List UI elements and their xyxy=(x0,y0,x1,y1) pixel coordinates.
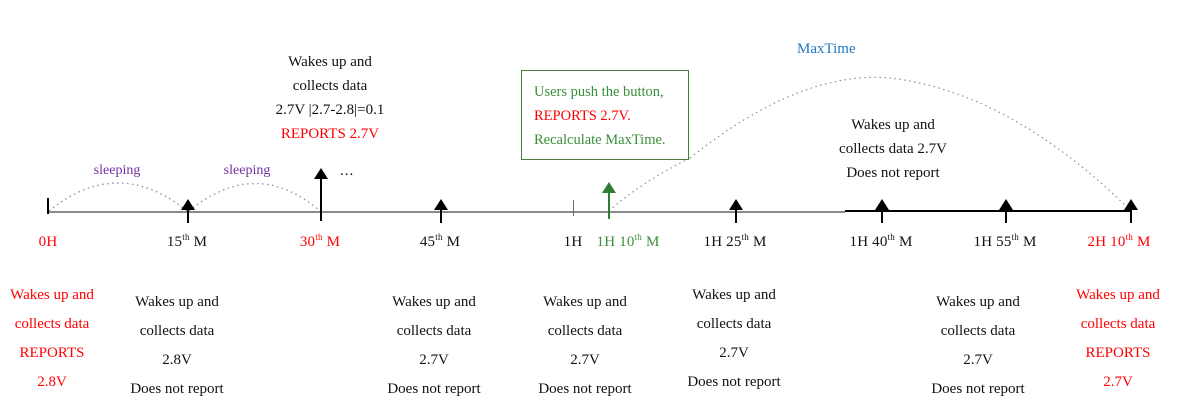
axis-label-1h-10th-m: 1H 10th M xyxy=(596,232,660,251)
event-column-0h: Wakes up and collects data REPORTS 2.8V xyxy=(10,281,94,397)
event-1h10-line-2: collects data xyxy=(547,323,623,339)
axis-label-1h: 1H xyxy=(563,234,583,250)
event-column-1h-10th-m: Wakes up and collects data 2.7V Does not… xyxy=(538,288,631,402)
axis-label-45th-m: 45th M xyxy=(419,232,461,251)
axis-label-0h: 0H xyxy=(38,234,58,250)
sleeping-label-2: sleeping xyxy=(223,163,271,178)
axis-tick-1h xyxy=(573,200,574,216)
event-1h55-line-1: Wakes up and xyxy=(936,294,1020,310)
note-30th-line-3: 2.7V |2.7-2.8|=0.1 xyxy=(275,102,385,118)
event-2h10-line-4: 2.7V xyxy=(1103,374,1133,390)
note-maxtime-window: Wakes up and collects data 2.7V Does not… xyxy=(839,113,947,185)
axis-label-1h-25th-m: 1H 25th M xyxy=(703,232,767,251)
axis-label-30th-m: 30th M xyxy=(299,232,341,251)
event-0h-line-3: REPORTS xyxy=(19,345,85,361)
event-column-2h-10th-m: Wakes up and collects data REPORTS 2.7V xyxy=(1076,281,1160,397)
event-1h10-line-3: 2.7V xyxy=(570,352,600,368)
event-1h55-line-4: Does not report xyxy=(931,381,1025,397)
note-30th-line-4: REPORTS 2.7V xyxy=(280,126,380,142)
ellipsis-marker: ... xyxy=(340,163,355,179)
event-0h-line-2: collects data xyxy=(14,316,90,332)
note-30th-line-1: Wakes up and xyxy=(288,54,372,70)
event-2h10-line-3: REPORTS xyxy=(1085,345,1151,361)
event-column-15th-m: Wakes up and collects data 2.8V Does not… xyxy=(130,288,223,402)
user-button-callout-box[interactable]: Users push the button, REPORTS 2.7V. Rec… xyxy=(521,70,689,160)
event-1h55-line-2: collects data xyxy=(940,323,1016,339)
event-45th-line-4: Does not report xyxy=(387,381,481,397)
sleeping-arc-2 xyxy=(188,182,321,212)
note-maxtime-line-2: collects data 2.7V xyxy=(839,141,947,157)
event-column-1h-25th-m: Wakes up and collects data 2.7V Does not… xyxy=(687,281,780,397)
event-1h25-line-1: Wakes up and xyxy=(692,287,776,303)
axis-label-15th-m: 15th M xyxy=(166,232,208,251)
note-30th-minute: Wakes up and collects data 2.7V |2.7-2.8… xyxy=(276,50,385,146)
axis-origin-tick xyxy=(47,198,49,214)
event-2h10-line-1: Wakes up and xyxy=(1076,287,1160,303)
note-maxtime-line-1: Wakes up and xyxy=(851,117,935,133)
callout-line-2: REPORTS 2.7V. xyxy=(534,108,631,124)
event-45th-line-2: collects data xyxy=(396,323,472,339)
event-column-1h-55th-m: Wakes up and collects data 2.7V Does not… xyxy=(931,288,1024,402)
event-1h55-line-3: 2.7V xyxy=(963,352,993,368)
maxtime-label: MaxTime xyxy=(797,41,856,57)
sleeping-label-1: sleeping xyxy=(93,163,141,178)
event-1h25-line-4: Does not report xyxy=(687,374,781,390)
event-15th-line-1: Wakes up and xyxy=(135,294,219,310)
axis-label-1h-40th-m: 1H 40th M xyxy=(849,232,913,251)
event-0h-line-4: 2.8V xyxy=(37,374,67,390)
note-30th-line-2: collects data xyxy=(292,78,368,94)
event-45th-line-3: 2.7V xyxy=(419,352,449,368)
event-15th-line-4: Does not report xyxy=(130,381,224,397)
note-maxtime-line-3: Does not report xyxy=(846,165,940,181)
maxtime-curve-start xyxy=(608,157,691,212)
sleeping-arc-1 xyxy=(48,182,188,212)
event-2h10-line-2: collects data xyxy=(1080,316,1156,332)
event-0h-line-1: Wakes up and xyxy=(10,287,94,303)
timeline-axis-dark xyxy=(845,210,1131,212)
event-1h10-line-1: Wakes up and xyxy=(543,294,627,310)
axis-label-1h-55th-m: 1H 55th M xyxy=(973,232,1037,251)
event-15th-line-2: collects data xyxy=(139,323,215,339)
event-1h25-line-3: 2.7V xyxy=(719,345,749,361)
callout-line-3: Recalculate MaxTime. xyxy=(534,132,666,148)
event-1h25-line-2: collects data xyxy=(696,316,772,332)
callout-line-1: Users push the button, xyxy=(534,84,664,100)
event-45th-line-1: Wakes up and xyxy=(392,294,476,310)
timeline-axis-gray xyxy=(47,211,845,213)
event-column-45th-m: Wakes up and collects data 2.7V Does not… xyxy=(387,288,480,402)
event-15th-line-3: 2.8V xyxy=(162,352,192,368)
event-1h10-line-4: Does not report xyxy=(538,381,632,397)
axis-label-2h-10th-m: 2H 10th M xyxy=(1087,232,1151,251)
